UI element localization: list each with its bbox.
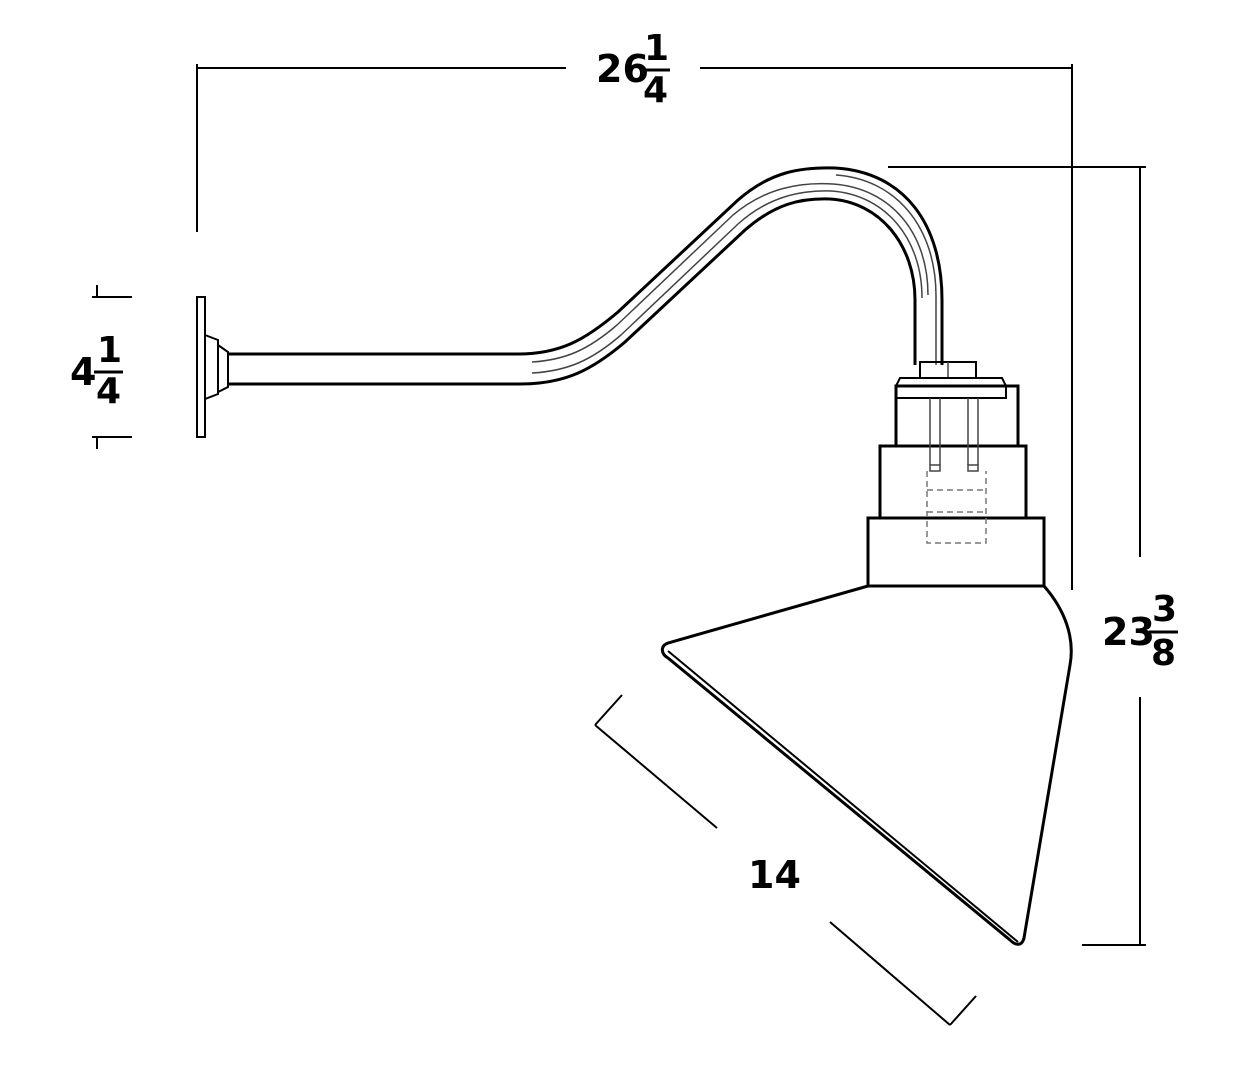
socket-body — [878, 444, 1028, 520]
internal-terminal-left — [929, 464, 941, 472]
backplate-numerator: 1 — [97, 330, 122, 371]
hidden-lamp-socket — [926, 471, 987, 544]
backplate-whole: 4 — [70, 350, 96, 394]
lock-nut — [895, 377, 1007, 399]
arm-highlight-3 — [835, 174, 937, 365]
mounting-flange — [204, 333, 219, 401]
backplate — [196, 296, 229, 438]
backplate-height-dimension: 4 1 4 — [70, 285, 132, 449]
shade-rim-edge — [667, 650, 1019, 943]
arm-highlight-1 — [531, 182, 929, 363]
socket-cap — [894, 384, 1020, 448]
gooseneck-arm — [228, 166, 944, 386]
shade-fitter — [866, 516, 1046, 588]
angled-shade — [660, 584, 1073, 946]
height-numerator: 3 — [1152, 589, 1177, 630]
arm-collar — [217, 343, 229, 394]
socket-assembly — [866, 361, 1046, 588]
backplate-denominator: 4 — [96, 371, 121, 412]
width-numerator: 1 — [644, 28, 669, 69]
height-whole: 23 — [1102, 610, 1155, 654]
overall-height-dimension: 23 3 8 — [888, 166, 1178, 946]
width-whole: 26 — [596, 47, 649, 91]
diameter-dimension-line-lower — [829, 921, 951, 1026]
arm-highlight-2 — [531, 190, 923, 374]
shade-diameter-dimension: 14 — [594, 694, 977, 1026]
internal-terminal-right — [967, 464, 979, 472]
arm-outer-contour — [228, 166, 944, 365]
overall-width-dimension: 26 1 4 — [196, 28, 1073, 590]
diameter-tick-upper — [594, 694, 623, 726]
wall-plate — [196, 296, 206, 438]
diameter-tick-lower — [949, 995, 977, 1026]
diameter-dimension-line-upper — [594, 724, 718, 829]
width-denominator: 4 — [643, 70, 668, 111]
shade-outline — [660, 584, 1073, 946]
arm-inner-contour — [228, 197, 917, 386]
height-denominator: 8 — [1151, 633, 1176, 674]
diameter-value: 14 — [748, 853, 801, 897]
